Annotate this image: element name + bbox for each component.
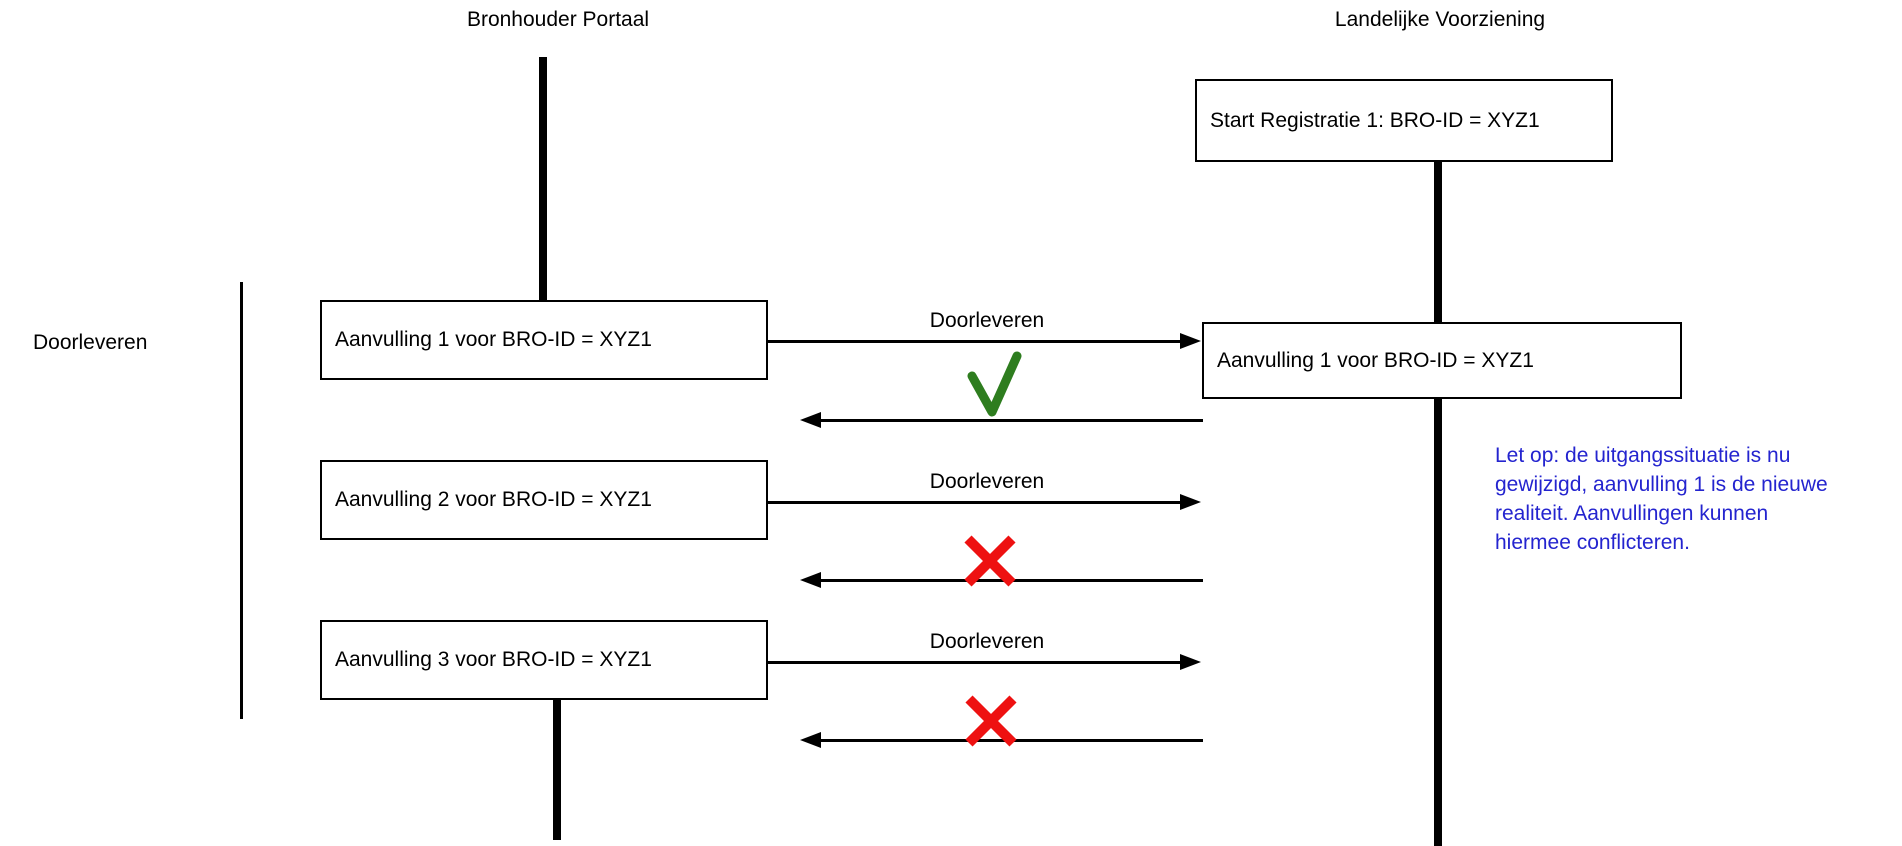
aanvulling-3-label: Aanvulling 3 voor BRO-ID = XYZ1 bbox=[335, 648, 652, 671]
failure-x-icon bbox=[961, 533, 1019, 594]
arrowhead-right-icon bbox=[1180, 494, 1201, 510]
arrowhead-left-icon bbox=[800, 412, 821, 428]
doorleveren-arrow-label-3: Doorleveren bbox=[929, 630, 1045, 653]
aanvulling-3-box: Aanvulling 3 voor BRO-ID = XYZ1 bbox=[320, 620, 768, 700]
doorleveren-bracket-line bbox=[240, 282, 243, 719]
start-registratie-box: Start Registratie 1: BRO-ID = XYZ1 bbox=[1195, 79, 1613, 162]
doorleveren-bracket-label: Doorleveren bbox=[33, 331, 148, 354]
start-registratie-label: Start Registratie 1: BRO-ID = XYZ1 bbox=[1210, 108, 1540, 132]
lifeline-voorziening-top bbox=[1434, 158, 1442, 324]
arrowhead-left-icon bbox=[800, 732, 821, 748]
doorleveren-arrow-line-3 bbox=[768, 661, 1185, 664]
lifeline-bronhouder-bottom bbox=[553, 697, 561, 840]
doorleveren-arrow-line-1 bbox=[768, 340, 1185, 343]
lane-title-bronhouder-portaal: Bronhouder Portaal bbox=[466, 8, 650, 31]
doorleveren-arrow-label-1: Doorleveren bbox=[929, 309, 1045, 332]
lifeline-voorziening-bottom bbox=[1434, 397, 1442, 846]
arrowhead-right-icon bbox=[1180, 654, 1201, 670]
aanvulling-1-label: Aanvulling 1 voor BRO-ID = XYZ1 bbox=[335, 328, 652, 351]
return-arrow-line-1 bbox=[818, 419, 1203, 422]
aanvulling-1-received-box: Aanvulling 1 voor BRO-ID = XYZ1 bbox=[1202, 322, 1682, 399]
aanvulling-1-box: Aanvulling 1 voor BRO-ID = XYZ1 bbox=[320, 300, 768, 380]
arrowhead-left-icon bbox=[800, 572, 821, 588]
lifeline-bronhouder-top bbox=[539, 57, 547, 302]
doorleveren-arrow-label-2: Doorleveren bbox=[929, 470, 1045, 493]
aanvulling-1-received-label: Aanvulling 1 voor BRO-ID = XYZ1 bbox=[1217, 348, 1534, 372]
aanvulling-2-box: Aanvulling 2 voor BRO-ID = XYZ1 bbox=[320, 460, 768, 540]
failure-x-icon bbox=[962, 693, 1020, 754]
arrowhead-right-icon bbox=[1180, 333, 1201, 349]
aanvulling-2-label: Aanvulling 2 voor BRO-ID = XYZ1 bbox=[335, 488, 652, 511]
doorleveren-arrow-line-2 bbox=[768, 501, 1185, 504]
warning-note: Let op: de uitgangssituatie is nu gewijz… bbox=[1495, 444, 1828, 554]
lane-title-landelijke-voorziening: Landelijke Voorziening bbox=[1334, 8, 1546, 31]
success-check-icon bbox=[963, 350, 1025, 423]
